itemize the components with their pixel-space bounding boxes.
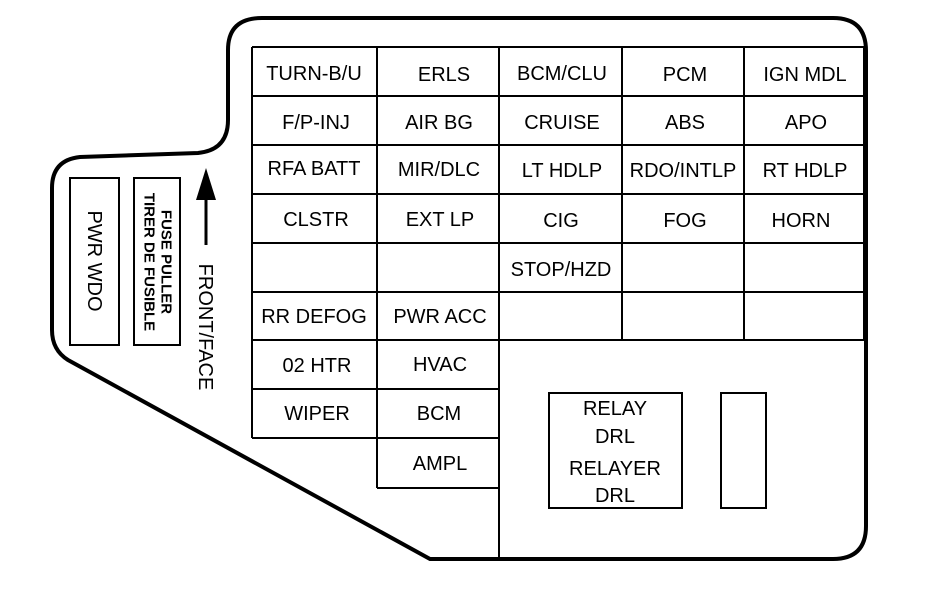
fuse-label: STOP/HZD: [511, 259, 612, 281]
fuse-label: RFA BATT: [268, 158, 361, 180]
fuse-label: AIR BG: [405, 112, 473, 134]
relay-label: DRL: [595, 485, 635, 507]
fuse-label: 02 HTR: [283, 355, 352, 377]
front-arrow-icon: [196, 168, 216, 245]
fuse-label: RR DEFOG: [261, 306, 367, 328]
fuse-grid-lines: [251, 46, 865, 559]
fuse-label: CIG: [543, 210, 579, 232]
fuse-label: WIPER: [284, 403, 350, 425]
panel-outline: [50, 16, 868, 561]
fuse-label: TURN-B/U: [266, 63, 362, 85]
fuse-label: CLSTR: [283, 209, 349, 231]
fuse-puller-label: TIRER DE FUSIBLE: [141, 193, 158, 331]
front-face-label: FRONT/FACE: [194, 264, 216, 391]
fuse-label: HVAC: [413, 354, 467, 376]
fuse-label: PWR ACC: [393, 306, 486, 328]
fuse-label: ABS: [665, 112, 705, 134]
fuse-label: PCM: [663, 64, 707, 86]
fuse-label: F/P-INJ: [282, 112, 350, 134]
pwr-wdo-box: [69, 177, 120, 346]
relay-label: DRL: [595, 426, 635, 448]
fuse-label: RDO/INTLP: [630, 160, 737, 182]
fuse-label: CRUISE: [524, 112, 600, 134]
fuse-label: AMPL: [413, 453, 467, 475]
fuse-label: RT HDLP: [763, 160, 848, 182]
relay-drl-box: [548, 392, 683, 509]
fuse-puller-box: [133, 177, 181, 346]
fuse-label: HORN: [772, 210, 831, 232]
fuse-puller-label: FUSE PULLER: [158, 210, 175, 314]
pwr-wdo-label: PWR WDO: [83, 210, 105, 311]
spare-relay-slot: [720, 392, 767, 509]
fuse-label: APO: [785, 112, 827, 134]
fuse-label: EXT LP: [406, 209, 475, 231]
relay-label: RELAYER: [569, 458, 661, 480]
fuse-label: BCM: [417, 403, 461, 425]
fuse-label: IGN MDL: [763, 64, 846, 86]
fuse-label: ERLS: [418, 64, 470, 86]
fuse-label: BCM/CLU: [517, 63, 607, 85]
fuse-label: LT HDLP: [522, 160, 602, 182]
fuse-label: MIR/DLC: [398, 159, 480, 181]
fuse-label: FOG: [663, 210, 706, 232]
relay-label: RELAY: [583, 398, 647, 420]
